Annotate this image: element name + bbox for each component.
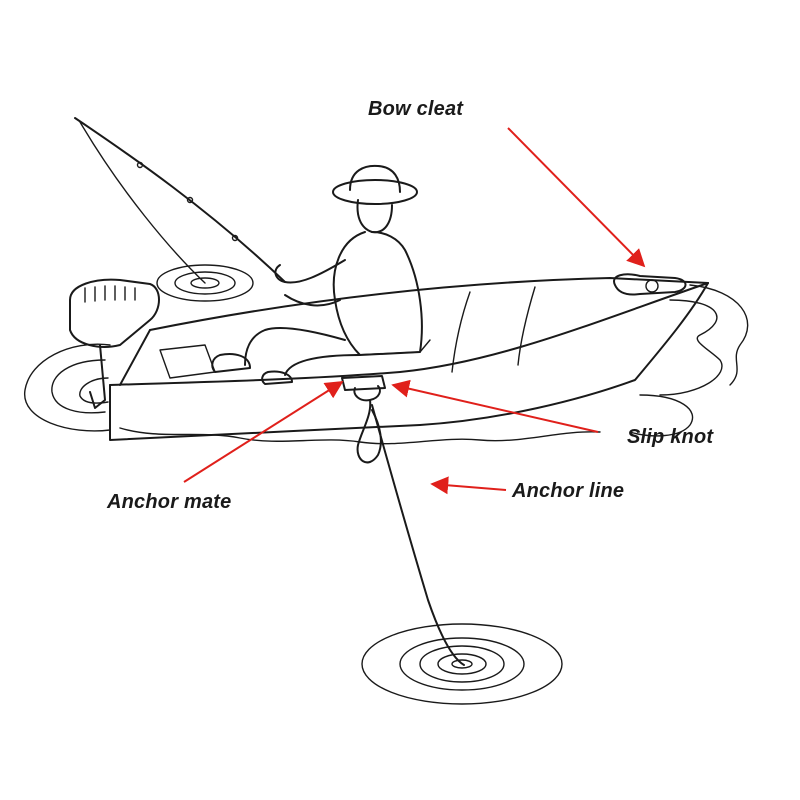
anchor-line-rope xyxy=(371,404,465,666)
anchor-mate-device xyxy=(341,375,386,402)
outboard-motor xyxy=(69,278,160,409)
anchor-mate-label: Anchor mate xyxy=(107,491,232,513)
slip-knot-loop xyxy=(356,399,382,464)
rod-ripple xyxy=(156,264,254,302)
water-waves xyxy=(24,284,749,445)
anchor-ripple xyxy=(361,623,563,705)
anchor-mate-arrow xyxy=(183,381,344,483)
bow-cleat xyxy=(613,273,687,296)
slip-knot-arrow xyxy=(391,379,599,433)
boat-hull xyxy=(109,277,709,441)
fishing-rod xyxy=(74,117,286,284)
anchor-line-arrow xyxy=(430,476,507,495)
bow-cleat-arrow xyxy=(507,127,646,268)
slip-knot-label: Slip knot xyxy=(627,426,714,448)
bow-cleat-label: Bow cleat xyxy=(368,98,464,120)
fisherman xyxy=(211,164,431,385)
anchor-line-label: Anchor line xyxy=(512,480,625,502)
